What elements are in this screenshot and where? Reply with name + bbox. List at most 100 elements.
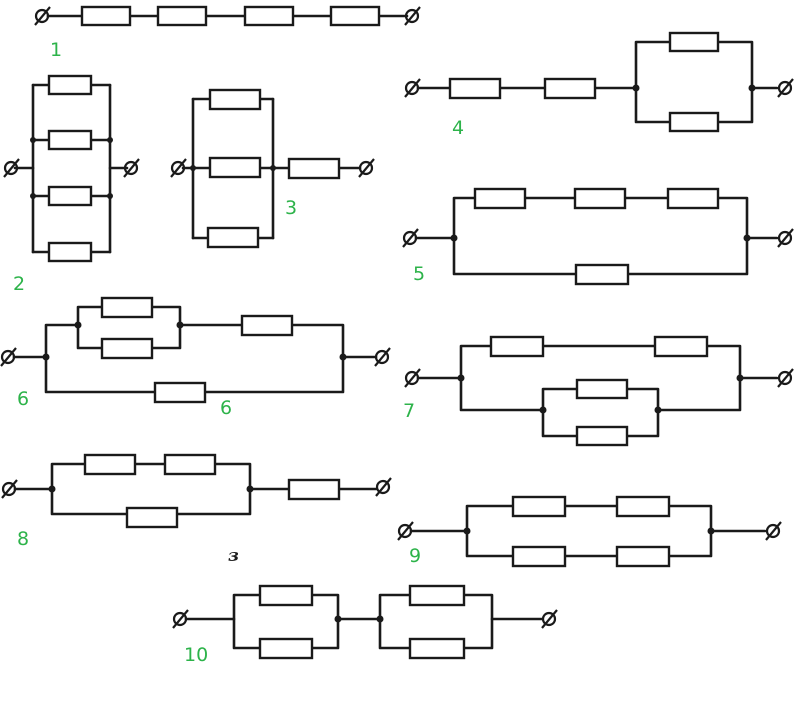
wire	[465, 504, 713, 558]
junction-dot	[246, 485, 254, 493]
resistor	[575, 378, 629, 400]
scan-mark: з	[228, 546, 239, 566]
circuit-label-3: 3	[285, 197, 297, 219]
resistor	[47, 185, 93, 207]
junction-dot	[190, 165, 196, 171]
junction-dot	[107, 137, 113, 143]
resistor	[47, 241, 93, 263]
circuit-label-7: 7	[403, 400, 415, 422]
wire	[31, 83, 112, 254]
wire	[452, 196, 749, 276]
junction-dot	[30, 137, 36, 143]
junction-dot	[176, 321, 184, 329]
circuit-9	[397, 495, 782, 568]
junction-dot	[707, 527, 715, 535]
junction-dot	[539, 406, 547, 414]
circuit-label-8: 8	[17, 528, 29, 550]
resistor	[653, 335, 709, 358]
resistor	[100, 337, 154, 360]
resistor	[156, 5, 208, 27]
wire	[634, 40, 754, 124]
resistor	[125, 506, 179, 529]
resistor	[573, 187, 627, 210]
terminal-icon	[404, 78, 421, 98]
circuit-6	[0, 296, 391, 404]
terminal-icon	[123, 158, 140, 178]
resistor	[47, 129, 93, 151]
resistor	[543, 77, 597, 100]
wire	[31, 83, 112, 254]
junction-dot	[632, 84, 640, 92]
junction-dot	[736, 374, 744, 382]
terminal-icon	[172, 609, 189, 629]
junction-dot	[743, 234, 751, 242]
terminal-icon	[0, 347, 17, 367]
circuit-label-1: 1	[50, 39, 62, 61]
circuit-label-2: 2	[13, 273, 25, 295]
resistor	[408, 584, 466, 607]
terminal-icon	[3, 158, 20, 178]
resistor	[208, 88, 262, 111]
terminal-icon	[777, 228, 794, 248]
resistor	[153, 381, 207, 404]
terminal-icon	[777, 78, 794, 98]
terminal-icon	[374, 347, 391, 367]
resistor	[287, 478, 341, 501]
junction-dot	[748, 84, 756, 92]
circuit-label-9: 9	[409, 545, 421, 567]
junction-dot	[457, 374, 465, 382]
resistor	[258, 584, 314, 607]
junction-dot	[74, 321, 82, 329]
resistor	[489, 335, 545, 358]
circuit-label-6: 6	[17, 388, 29, 410]
circuit-label-10: 10	[184, 644, 208, 666]
terminal-icon	[404, 6, 421, 26]
resistor	[329, 5, 381, 27]
circuit-1	[34, 5, 421, 27]
junction-dot	[107, 193, 113, 199]
resistor	[615, 545, 671, 568]
terminal-icon	[402, 228, 419, 248]
resistor	[574, 263, 630, 286]
resistor	[240, 314, 294, 337]
resistor	[243, 5, 295, 27]
resistor	[287, 157, 341, 180]
resistor	[615, 495, 671, 518]
junction-dot	[450, 234, 458, 242]
resistor	[206, 226, 260, 249]
resistor	[575, 425, 629, 447]
resistor	[163, 453, 217, 476]
circuit-label-4: 4	[452, 117, 464, 139]
junction-dot	[30, 193, 36, 199]
terminal-icon	[777, 368, 794, 388]
resistor	[511, 545, 567, 568]
wire	[50, 462, 252, 516]
junction-dot	[376, 615, 384, 623]
terminal-icon	[541, 609, 558, 629]
junction-dot	[270, 165, 276, 171]
resistor	[666, 187, 720, 210]
resistor	[668, 31, 720, 53]
terminal-icon	[404, 368, 421, 388]
junction-dot	[463, 527, 471, 535]
terminal-icon	[1, 479, 18, 499]
resistor	[47, 74, 93, 96]
resistor	[208, 156, 262, 179]
terminal-icon	[375, 477, 392, 497]
terminal-icon	[358, 158, 375, 178]
circuit-10	[172, 584, 558, 660]
circuit-2	[3, 74, 140, 263]
circuit-4	[404, 31, 794, 133]
resistor	[408, 637, 466, 660]
resistor	[473, 187, 527, 210]
resistor	[448, 77, 502, 100]
terminal-icon	[34, 6, 51, 26]
terminal-icon	[170, 158, 187, 178]
circuit-label-5: 5	[413, 263, 425, 285]
circuit-5	[402, 187, 794, 286]
resistor	[511, 495, 567, 518]
circuit-7	[404, 335, 794, 447]
junction-dot	[42, 353, 50, 361]
junction-dot	[654, 406, 662, 414]
